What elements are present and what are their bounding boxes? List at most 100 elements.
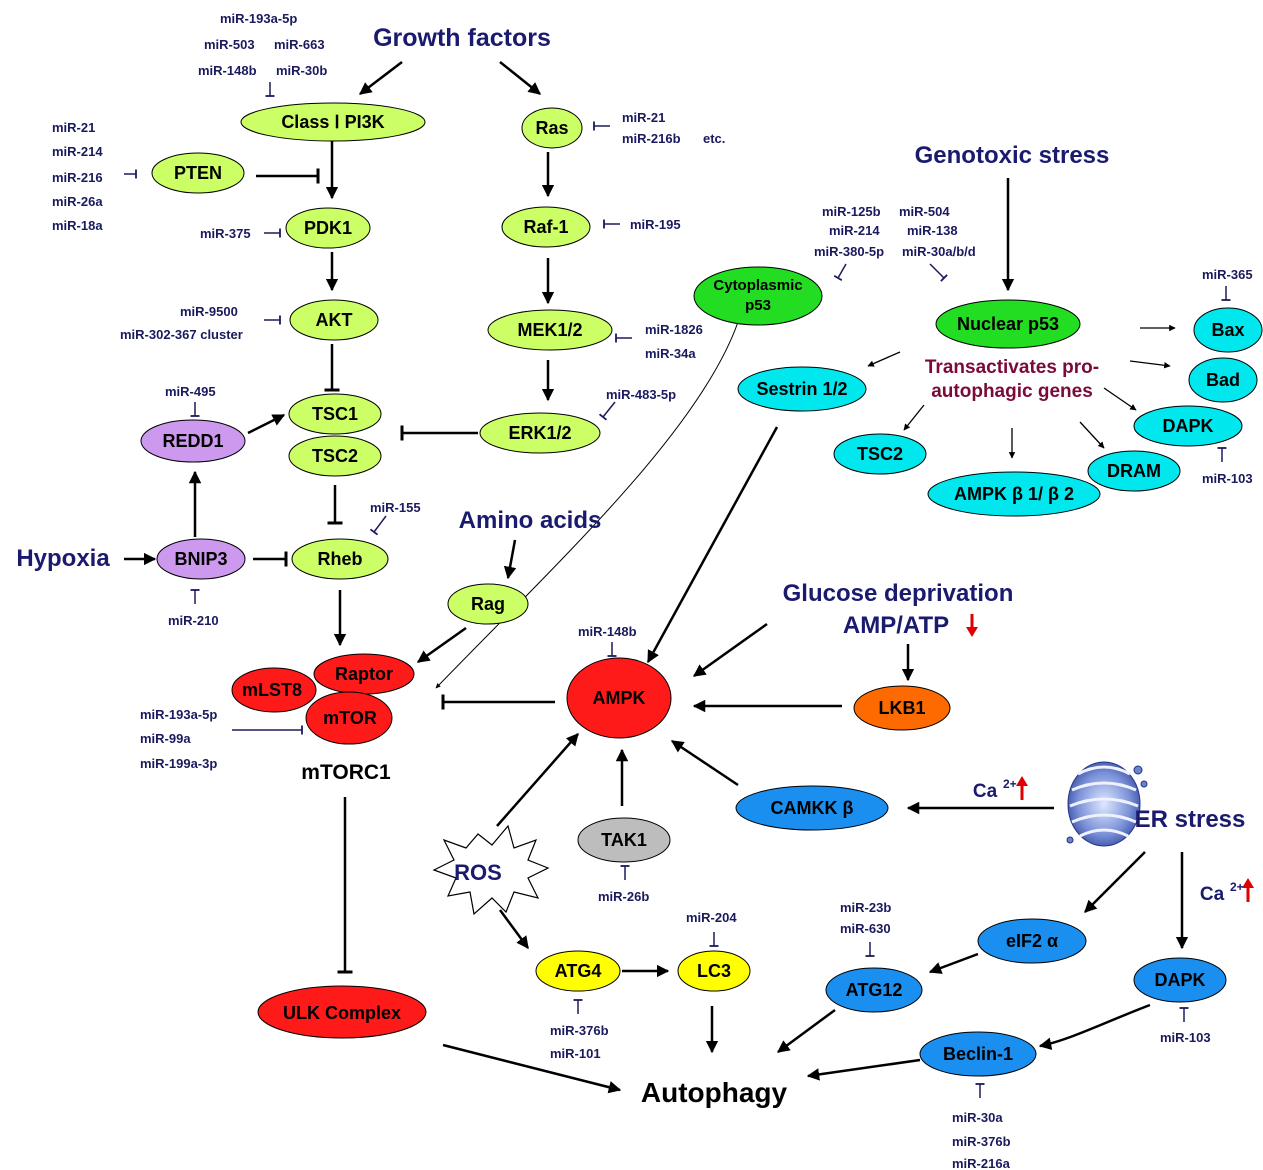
edge-p53-dapk bbox=[1103, 387, 1137, 411]
node-ampk bbox=[566, 657, 672, 739]
heading-glucose-deprivation: Glucose deprivation bbox=[783, 580, 1014, 607]
edge-p53-tsc2 bbox=[903, 404, 925, 431]
ca-label-upper: Ca bbox=[973, 781, 998, 802]
label-tsc2: TSC2 bbox=[312, 446, 358, 466]
node-lc3 bbox=[677, 950, 751, 992]
label-erk12: ERK1/2 bbox=[508, 423, 571, 443]
label-dapk-bottom: DAPK bbox=[1154, 970, 1205, 990]
mirna-label: miR-1826 bbox=[645, 322, 703, 337]
edge-ros-ampk bbox=[496, 733, 579, 827]
heading-er-stress: ER stress bbox=[1135, 806, 1246, 833]
edge-beclin-autophagy bbox=[806, 1058, 921, 1081]
edge-gf-pi3k bbox=[359, 61, 403, 95]
mirna-label: miR-376b bbox=[550, 1023, 609, 1038]
node-erk12 bbox=[479, 412, 601, 454]
inh-p53n bbox=[929, 263, 948, 282]
er-golgi-icon bbox=[1066, 761, 1148, 847]
node-ulk-complex bbox=[257, 985, 427, 1039]
up-down-indicators: Ca 2+ Ca 2+ bbox=[966, 614, 1254, 905]
mirna-inhibitions bbox=[124, 82, 1231, 1098]
headings: Growth factors Genotoxic stress Amino ac… bbox=[16, 24, 1245, 1108]
edge-gf-ras bbox=[499, 61, 541, 95]
node-mlst8 bbox=[231, 667, 317, 713]
node-tsc2 bbox=[288, 435, 382, 477]
mirna-label: miR-216b bbox=[622, 131, 681, 146]
label-raf1: Raf-1 bbox=[523, 217, 568, 237]
edges bbox=[124, 61, 1189, 1094]
edge-ros-atg4 bbox=[498, 909, 530, 950]
mirna-label: miR-663 bbox=[274, 37, 325, 52]
label-cytoplasmic-p53-1: Cytoplasmic bbox=[713, 277, 802, 294]
ca-label-lower: Ca bbox=[1200, 884, 1225, 905]
mirna-label: miR-302-367 cluster bbox=[120, 327, 243, 342]
edge-dapk-beclin bbox=[1038, 1003, 1151, 1050]
down-arrow-amp-head bbox=[966, 627, 978, 637]
label-pten: PTEN bbox=[174, 163, 222, 183]
label-rheb: Rheb bbox=[318, 549, 363, 569]
mirna-label: miR-148b bbox=[198, 63, 257, 78]
heading-hypoxia: Hypoxia bbox=[16, 545, 110, 572]
edge-p53-mtorc1 bbox=[435, 321, 739, 689]
nodes bbox=[140, 102, 1263, 1077]
edge-p53-sestrin bbox=[867, 351, 901, 367]
edge-redd1-tsc bbox=[247, 413, 286, 435]
node-tsc2-target bbox=[833, 433, 927, 475]
mirna-label: miR-26a bbox=[52, 194, 103, 209]
mirna-label: miR-21 bbox=[622, 110, 665, 125]
up-arrow-ca-upper-head bbox=[1016, 776, 1028, 786]
heading-amino-acids: Amino acids bbox=[459, 507, 602, 534]
mirna-label: miR-495 bbox=[165, 384, 216, 399]
label-redd1: REDD1 bbox=[162, 431, 223, 451]
label-tak1: TAK1 bbox=[601, 830, 647, 850]
mirna-label: miR-99a bbox=[140, 731, 191, 746]
edge-p53-dram bbox=[1079, 421, 1105, 449]
node-bax bbox=[1193, 307, 1263, 353]
node-raf1 bbox=[501, 206, 591, 248]
mirna-label: miR-125b bbox=[822, 204, 881, 219]
mirna-label: miR-503 bbox=[204, 37, 255, 52]
label-sestrin: Sestrin 1/2 bbox=[756, 379, 847, 399]
mirna-label: etc. bbox=[703, 131, 725, 146]
label-pdk1: PDK1 bbox=[304, 218, 352, 238]
node-atg12 bbox=[825, 967, 923, 1013]
label-akt: AKT bbox=[316, 310, 353, 330]
edge-glucose-ampk bbox=[692, 622, 768, 678]
label-ulk-complex: ULK Complex bbox=[283, 1003, 401, 1023]
node-atg4 bbox=[535, 950, 621, 992]
node-class1-pi3k bbox=[240, 102, 426, 142]
mirna-label: miR-9500 bbox=[180, 304, 238, 319]
label-mlst8: mLST8 bbox=[242, 680, 302, 700]
label-nuclear-p53: Nuclear p53 bbox=[957, 314, 1059, 334]
mirna-label: miR-195 bbox=[630, 217, 681, 232]
heading-genotoxic-stress: Genotoxic stress bbox=[915, 142, 1110, 169]
edge-er-eif2 bbox=[1084, 851, 1146, 913]
mirna-label: miR-26b bbox=[598, 889, 649, 904]
mirna-label: miR-34a bbox=[645, 346, 696, 361]
label-rag: Rag bbox=[471, 594, 505, 614]
mirna-label: miR-18a bbox=[52, 218, 103, 233]
mirna-label: miR-148b bbox=[578, 624, 637, 639]
node-pdk1 bbox=[285, 207, 371, 249]
label-atg4: ATG4 bbox=[555, 961, 602, 981]
inh-erk bbox=[598, 401, 616, 421]
edge-atg12-autophagy bbox=[776, 1008, 836, 1054]
label-bnip3: BNIP3 bbox=[174, 549, 227, 569]
node-mek12 bbox=[487, 309, 613, 351]
mirna-label: miR-103 bbox=[1202, 471, 1253, 486]
mirna-label: miR-21 bbox=[52, 120, 95, 135]
mirna-label: miR-214 bbox=[829, 223, 880, 238]
mirna-label: miR-30b bbox=[276, 63, 327, 78]
node-nuclear-p53 bbox=[935, 299, 1081, 349]
heading-autophagy: Autophagy bbox=[641, 1077, 788, 1108]
edge-ulk-autophagy bbox=[442, 1043, 622, 1094]
label-class1-pi3k: Class Ⅰ PI3K bbox=[281, 112, 384, 132]
mirna-label: miR-30a bbox=[952, 1110, 1003, 1125]
edge-sestrin-ampk bbox=[646, 426, 779, 664]
node-labels: Class Ⅰ PI3K Ras PTEN PDK1 Raf-1 AKT MEK… bbox=[162, 112, 1244, 1064]
label-camkk: CAMKK β bbox=[771, 798, 854, 818]
mirna-label: miR-375 bbox=[200, 226, 251, 241]
node-bnip3 bbox=[156, 538, 246, 580]
mirna-label: miR-155 bbox=[370, 500, 421, 515]
node-tak1 bbox=[577, 817, 671, 863]
label-bad: Bad bbox=[1206, 370, 1240, 390]
